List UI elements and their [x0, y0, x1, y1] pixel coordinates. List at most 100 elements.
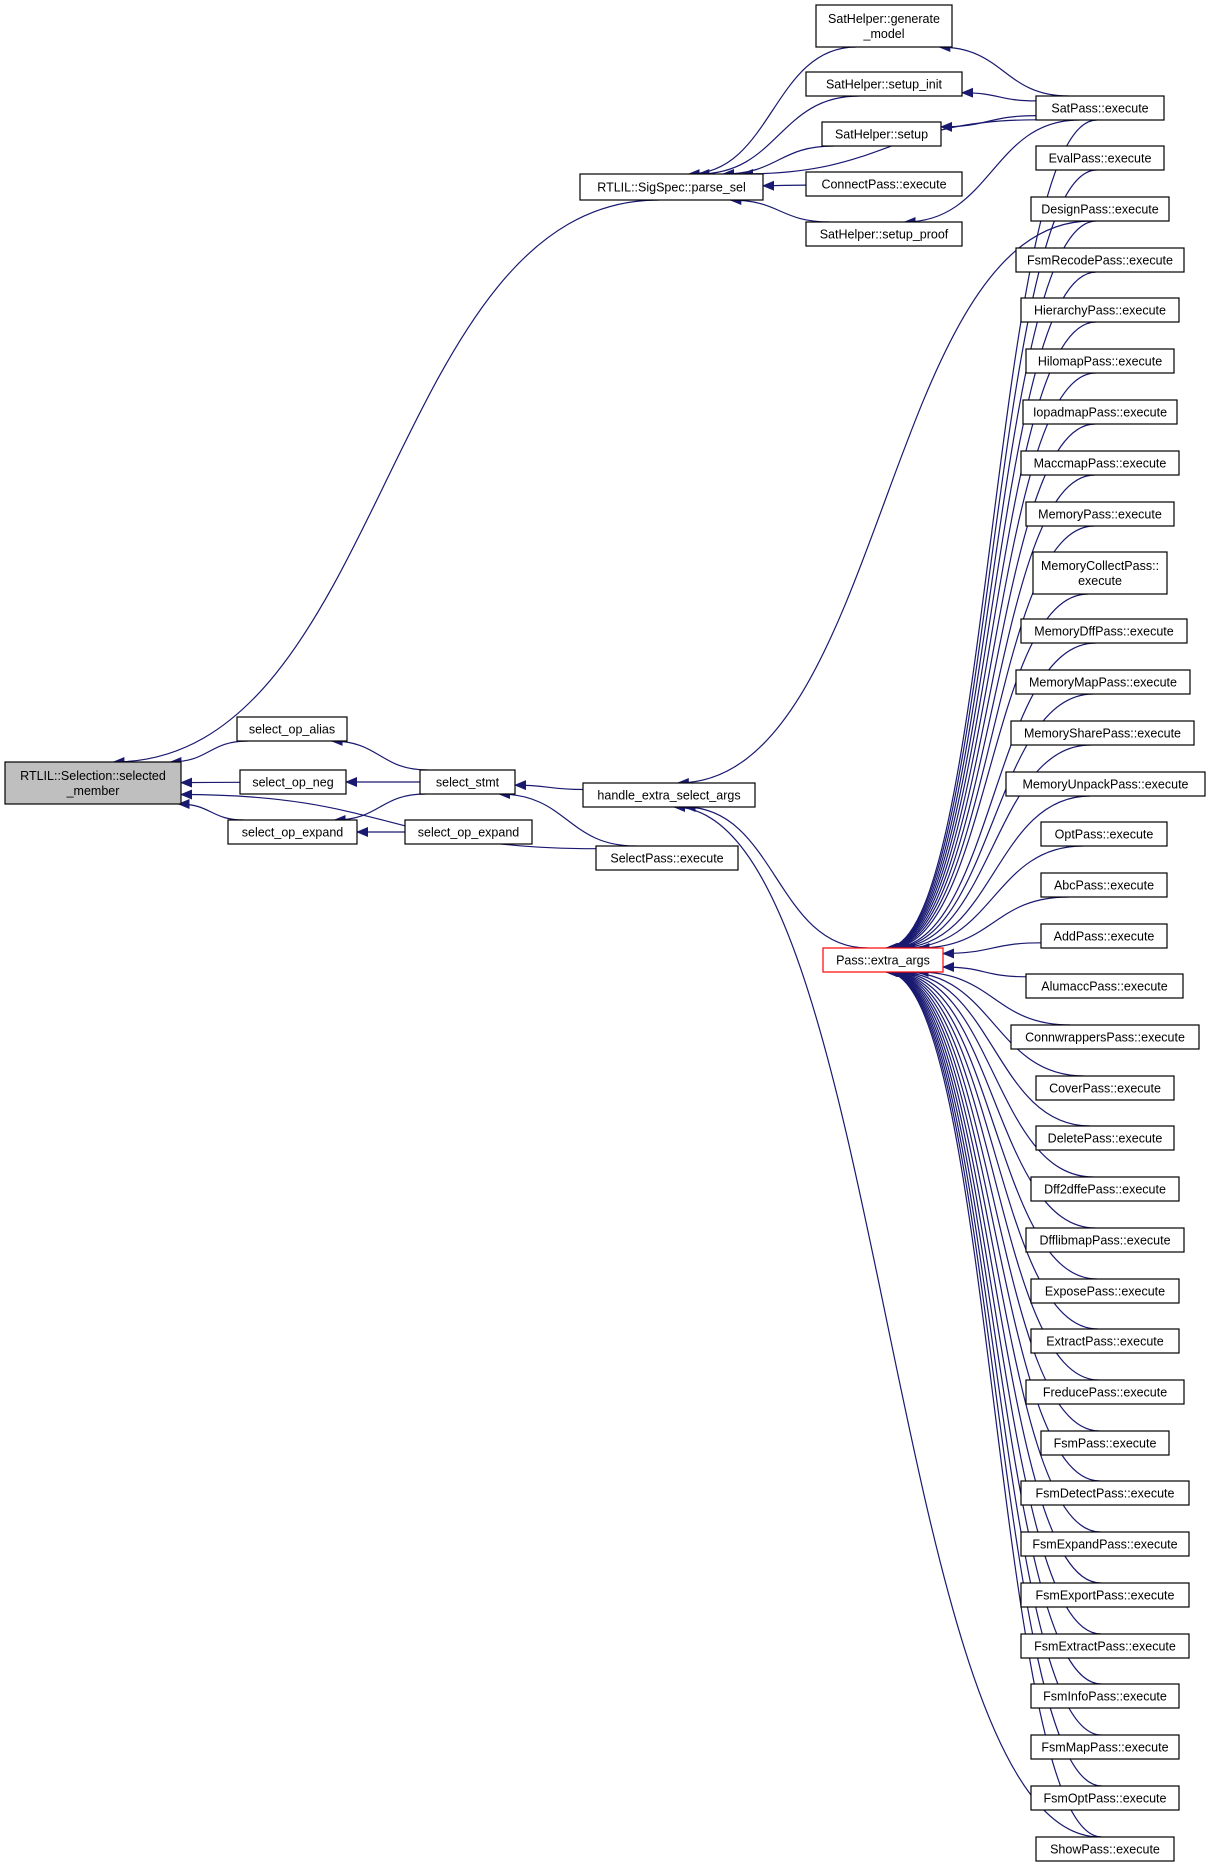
node-add[interactable]: AddPass::execute — [1040, 923, 1168, 949]
node-extra_args[interactable]: Pass::extra_args — [822, 947, 944, 973]
node-box[interactable] — [1030, 1278, 1180, 1304]
node-delete[interactable]: DeletePass::execute — [1035, 1125, 1175, 1151]
node-parse_sel[interactable]: RTLIL::SigSpec::parse_sel — [579, 173, 764, 201]
node-box[interactable] — [1035, 145, 1165, 171]
node-box[interactable] — [582, 782, 756, 808]
node-opt[interactable]: OptPass::execute — [1040, 821, 1168, 847]
node-box[interactable] — [1035, 1125, 1175, 1151]
node-sat[interactable]: SatPass::execute — [1035, 95, 1165, 121]
node-box[interactable] — [1040, 923, 1168, 949]
node-box[interactable] — [1040, 1430, 1170, 1456]
node-dfflibmap[interactable]: DfflibmapPass::execute — [1025, 1227, 1185, 1253]
node-handle[interactable]: handle_extra_select_args — [582, 782, 756, 808]
node-alumacc[interactable]: AlumaccPass::execute — [1025, 973, 1184, 999]
node-box[interactable] — [1022, 399, 1178, 425]
node-box[interactable] — [1025, 1379, 1185, 1405]
node-box[interactable] — [1020, 1480, 1190, 1506]
node-hilomap[interactable]: HilomapPass::execute — [1025, 348, 1175, 374]
node-fsmdetect[interactable]: FsmDetectPass::execute — [1020, 1480, 1190, 1506]
node-iopadmap[interactable]: IopadmapPass::execute — [1022, 399, 1178, 425]
node-box[interactable] — [1035, 1075, 1175, 1101]
node-eval[interactable]: EvalPass::execute — [1035, 145, 1165, 171]
node-box[interactable] — [4, 761, 182, 805]
node-box[interactable] — [1040, 872, 1168, 898]
node-gen_model[interactable]: SatHelper::generate_model — [815, 4, 953, 48]
node-box[interactable] — [1010, 1024, 1200, 1050]
node-fsminfo[interactable]: FsmInfoPass::execute — [1030, 1683, 1180, 1709]
node-expose[interactable]: ExposePass::execute — [1030, 1278, 1180, 1304]
node-box[interactable] — [1025, 501, 1175, 527]
node-box[interactable] — [236, 716, 348, 742]
node-memcollect[interactable]: MemoryCollectPass::execute — [1032, 551, 1168, 595]
node-memory[interactable]: MemoryPass::execute — [1025, 501, 1175, 527]
node-box[interactable] — [815, 4, 953, 48]
node-connect[interactable]: ConnectPass::execute — [805, 171, 963, 197]
node-box[interactable] — [1030, 1785, 1180, 1811]
node-root[interactable]: RTLIL::Selection::selected_member — [4, 761, 182, 805]
node-selectpass[interactable]: SelectPass::execute — [595, 845, 739, 871]
node-box[interactable] — [1020, 450, 1180, 476]
node-box[interactable] — [1015, 669, 1191, 695]
node-box[interactable] — [1015, 247, 1185, 273]
node-box[interactable] — [822, 947, 944, 973]
node-fsmexpand[interactable]: FsmExpandPass::execute — [1020, 1531, 1190, 1557]
node-box[interactable] — [1030, 1683, 1180, 1709]
node-box[interactable] — [579, 173, 764, 201]
node-box[interactable] — [1020, 1633, 1190, 1659]
node-abc[interactable]: AbcPass::execute — [1040, 872, 1168, 898]
node-memunpack[interactable]: MemoryUnpackPass::execute — [1005, 771, 1206, 797]
node-box[interactable] — [1010, 720, 1195, 746]
node-fsmextract[interactable]: FsmExtractPass::execute — [1020, 1633, 1190, 1659]
node-fsmexport[interactable]: FsmExportPass::execute — [1020, 1582, 1190, 1608]
node-box[interactable] — [404, 819, 533, 845]
node-setup_proof[interactable]: SatHelper::setup_proof — [805, 221, 963, 247]
node-box[interactable] — [1025, 348, 1175, 374]
node-box[interactable] — [1020, 1582, 1190, 1608]
node-box[interactable] — [805, 221, 963, 247]
node-box[interactable] — [821, 121, 942, 147]
node-freduce[interactable]: FreducePass::execute — [1025, 1379, 1185, 1405]
node-hierarchy[interactable]: HierarchyPass::execute — [1020, 297, 1180, 323]
node-box[interactable] — [1025, 1227, 1185, 1253]
node-box[interactable] — [227, 819, 358, 845]
node-neg[interactable]: select_op_neg — [239, 769, 347, 795]
node-box[interactable] — [1040, 821, 1168, 847]
node-box[interactable] — [1025, 973, 1184, 999]
node-box[interactable] — [419, 769, 516, 795]
node-box[interactable] — [1035, 95, 1165, 121]
node-box[interactable] — [1035, 1836, 1175, 1862]
node-design[interactable]: DesignPass::execute — [1030, 196, 1170, 222]
node-setup_init[interactable]: SatHelper::setup_init — [805, 71, 963, 97]
node-expand2[interactable]: select_op_expand — [404, 819, 533, 845]
node-fsmopt[interactable]: FsmOptPass::execute — [1030, 1785, 1180, 1811]
node-box[interactable] — [595, 845, 739, 871]
node-maccmap[interactable]: MaccmapPass::execute — [1020, 450, 1180, 476]
node-box[interactable] — [1020, 297, 1180, 323]
node-memdff[interactable]: MemoryDffPass::execute — [1020, 618, 1188, 644]
node-fsmrecode[interactable]: FsmRecodePass::execute — [1015, 247, 1185, 273]
node-box[interactable] — [1020, 1531, 1190, 1557]
node-box[interactable] — [1032, 551, 1168, 595]
node-box[interactable] — [1005, 771, 1206, 797]
node-dff2dffe[interactable]: Dff2dffePass::execute — [1030, 1176, 1180, 1202]
node-fsmmap[interactable]: FsmMapPass::execute — [1030, 1734, 1180, 1760]
node-memmap[interactable]: MemoryMapPass::execute — [1015, 669, 1191, 695]
node-show[interactable]: ShowPass::execute — [1035, 1836, 1175, 1862]
node-cover[interactable]: CoverPass::execute — [1035, 1075, 1175, 1101]
node-extract[interactable]: ExtractPass::execute — [1030, 1328, 1180, 1354]
node-box[interactable] — [1030, 1734, 1180, 1760]
node-box[interactable] — [1030, 1328, 1180, 1354]
node-box[interactable] — [239, 769, 347, 795]
node-expand[interactable]: select_op_expand — [227, 819, 358, 845]
node-box[interactable] — [1030, 196, 1170, 222]
node-box[interactable] — [1030, 1176, 1180, 1202]
node-setup[interactable]: SatHelper::setup — [821, 121, 942, 147]
node-box[interactable] — [805, 171, 963, 197]
node-fsm[interactable]: FsmPass::execute — [1040, 1430, 1170, 1456]
node-memshare[interactable]: MemorySharePass::execute — [1010, 720, 1195, 746]
node-connwrappers[interactable]: ConnwrappersPass::execute — [1010, 1024, 1200, 1050]
node-box[interactable] — [1020, 618, 1188, 644]
node-stmt[interactable]: select_stmt — [419, 769, 516, 795]
node-box[interactable] — [805, 71, 963, 97]
node-alias[interactable]: select_op_alias — [236, 716, 348, 742]
